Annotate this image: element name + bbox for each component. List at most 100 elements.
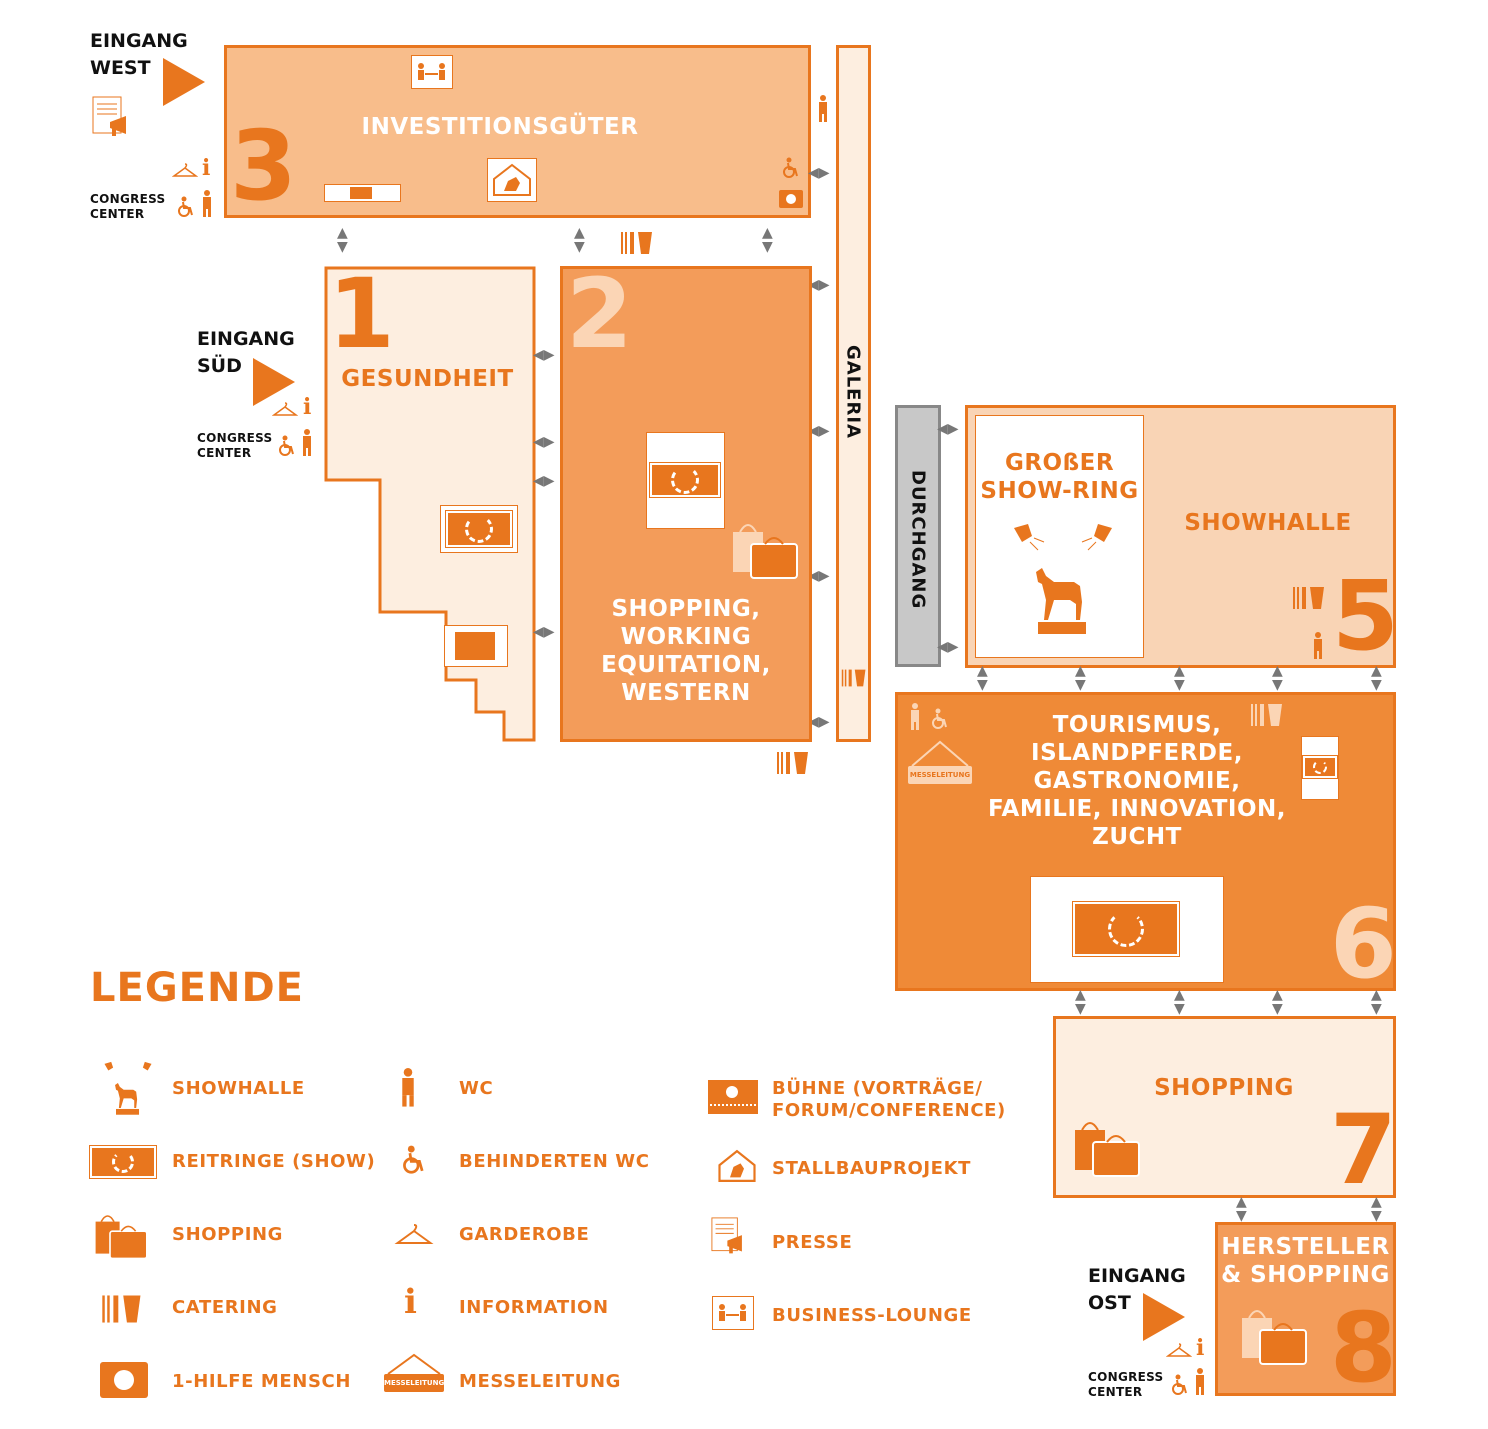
cc-west-line2: CENTER bbox=[90, 207, 145, 221]
legend-item-information: INFORMATION bbox=[459, 1297, 609, 1318]
connector-arrow: ▲▼ bbox=[1272, 663, 1283, 693]
wheelchair-icon bbox=[1170, 1374, 1190, 1400]
entrance-ost-arrow[interactable] bbox=[1143, 1293, 1185, 1341]
wc-icon bbox=[398, 1068, 418, 1112]
connector-arrow: ▲▼ bbox=[1371, 1194, 1382, 1224]
legend-item-showhalle: SHOWHALLE bbox=[172, 1078, 305, 1099]
wc-icon bbox=[200, 190, 214, 222]
stallbau-icon bbox=[487, 158, 537, 202]
wc-icon bbox=[908, 703, 922, 735]
show-ring-box[interactable] bbox=[975, 415, 1144, 658]
catering-icon bbox=[1250, 702, 1284, 732]
hall-5-number: 5 bbox=[1332, 560, 1399, 672]
hall-2-number: 2 bbox=[566, 258, 633, 370]
entrance-ost-line1: EINGANG bbox=[1088, 1265, 1186, 1287]
showhalle-icon bbox=[100, 1060, 156, 1124]
messeleitung-sign: MESSELEITUNG bbox=[908, 738, 972, 786]
hall-6-label-line: ISLANDPFERDE, bbox=[1031, 740, 1243, 766]
entrance-sued-label[interactable]: EINGANG SÜD bbox=[197, 326, 295, 380]
shopping-icon bbox=[1073, 1116, 1143, 1184]
business-lounge-icon bbox=[712, 1296, 754, 1330]
galeria-label: GALERIA bbox=[842, 345, 864, 439]
connector-arrow: ◀▶ bbox=[937, 421, 959, 437]
messeleitung-icon-text: MESSELEITUNG bbox=[384, 1374, 444, 1392]
stage-icon bbox=[708, 1080, 758, 1114]
entrance-ost-label[interactable]: EINGANG OST bbox=[1088, 1263, 1186, 1317]
connector-arrow: ▲▼ bbox=[1174, 663, 1185, 693]
legend-item-buehne-line2: FORUM/CONFERENCE) bbox=[772, 1100, 1006, 1121]
messeleitung-sign-text: MESSELEITUNG bbox=[908, 766, 972, 784]
entrance-sued-line2: SÜD bbox=[197, 355, 242, 377]
connector-arrow: ▲▼ bbox=[1075, 663, 1086, 693]
catering-icon bbox=[776, 750, 810, 780]
shopping-icon bbox=[731, 518, 801, 586]
hall-6-label-line: ZUCHT bbox=[1092, 824, 1182, 850]
connector-arrow: ◀▶ bbox=[808, 423, 830, 439]
legend-item-presse: PRESSE bbox=[772, 1232, 853, 1253]
wheelchair-icon bbox=[400, 1145, 428, 1179]
info-icon: i bbox=[1196, 1335, 1205, 1361]
hall-7-label: SHOPPING bbox=[1154, 1075, 1294, 1101]
connector-arrow: ▲▼ bbox=[762, 225, 773, 255]
entrance-sued-arrow[interactable] bbox=[253, 358, 295, 406]
connector-arrow: ◀▶ bbox=[533, 434, 555, 450]
hall-8-number: 8 bbox=[1330, 1292, 1397, 1404]
entrance-west-label[interactable]: EINGANG WEST bbox=[90, 28, 188, 82]
connector-arrow: ▲▼ bbox=[977, 663, 988, 693]
connector-arrow: ▲▼ bbox=[1236, 1194, 1247, 1224]
info-icon: i bbox=[303, 394, 312, 420]
hall-5-label: SHOWHALLE bbox=[1184, 510, 1352, 536]
reitring-icon bbox=[649, 462, 721, 498]
reitring-icon bbox=[1072, 901, 1180, 957]
hall-3-number: 3 bbox=[230, 110, 297, 222]
hall-2-label-line: WORKING bbox=[620, 624, 752, 650]
messeleitung-icon: MESSELEITUNG bbox=[384, 1352, 444, 1394]
connector-arrow: ▲▼ bbox=[337, 225, 348, 255]
legend-item-messeleitung: MESSELEITUNG bbox=[459, 1371, 622, 1392]
hall-8-label-line: & SHOPPING bbox=[1221, 1262, 1390, 1288]
show-ring-line: GROßER bbox=[1004, 450, 1115, 476]
entrance-ost-line2: OST bbox=[1088, 1292, 1131, 1314]
wheelchair-icon bbox=[781, 157, 801, 183]
hall-1-label: GESUNDHEIT bbox=[341, 366, 514, 392]
cc-ost-line2: CENTER bbox=[1088, 1385, 1143, 1399]
cc-sued-line2: CENTER bbox=[197, 446, 252, 460]
reitring-icon bbox=[445, 510, 513, 548]
wheelchair-icon bbox=[277, 435, 297, 461]
entrance-west-arrow[interactable] bbox=[163, 58, 205, 106]
entrance-sued-line1: EINGANG bbox=[197, 328, 295, 350]
first-aid-icon bbox=[100, 1362, 148, 1398]
hall-8[interactable] bbox=[1215, 1222, 1396, 1396]
hall-1[interactable] bbox=[324, 266, 538, 744]
first-aid-icon bbox=[779, 190, 803, 208]
connector-arrow: ▲▼ bbox=[1075, 987, 1086, 1017]
reitring-icon bbox=[89, 1145, 157, 1179]
congress-center-sued[interactable]: CONGRESS CENTER bbox=[197, 431, 272, 461]
legend-title: LEGENDE bbox=[90, 965, 304, 1011]
connector-arrow: ◀▶ bbox=[808, 277, 830, 293]
legend-item-business-lounge: BUSINESS-LOUNGE bbox=[772, 1305, 972, 1326]
hall-8-label-line: HERSTELLER bbox=[1221, 1234, 1390, 1260]
hall-2-label: SHOPPING, WORKING EQUITATION, WESTERN bbox=[562, 595, 810, 707]
hall-3-label: INVESTITIONSGÜTER bbox=[361, 114, 639, 140]
hall-2-label-line: EQUITATION, bbox=[601, 652, 771, 678]
hall-8-label: HERSTELLER & SHOPPING bbox=[1215, 1233, 1396, 1289]
connector-arrow: ▲▼ bbox=[1371, 987, 1382, 1017]
stage-box bbox=[444, 625, 508, 667]
wheelchair-icon bbox=[930, 708, 950, 734]
legend-item-shopping: SHOPPING bbox=[172, 1224, 284, 1245]
congress-center-ost[interactable]: CONGRESS CENTER bbox=[1088, 1370, 1163, 1400]
garderobe-icon bbox=[390, 1222, 438, 1250]
wc-icon bbox=[1311, 632, 1325, 664]
hall-1-number: 1 bbox=[328, 258, 395, 370]
connector-arrow: ▲▼ bbox=[1371, 663, 1382, 693]
durchgang[interactable] bbox=[895, 405, 941, 667]
galeria[interactable] bbox=[836, 45, 871, 742]
wc-icon bbox=[816, 95, 830, 127]
connector-arrow: ◀▶ bbox=[808, 165, 830, 181]
business-lounge-icon bbox=[411, 55, 453, 89]
hall-7-number: 7 bbox=[1330, 1094, 1397, 1206]
connector-arrow: ◀▶ bbox=[937, 639, 959, 655]
congress-center-west[interactable]: CONGRESS CENTER bbox=[90, 192, 165, 222]
garderobe-icon bbox=[271, 401, 299, 421]
